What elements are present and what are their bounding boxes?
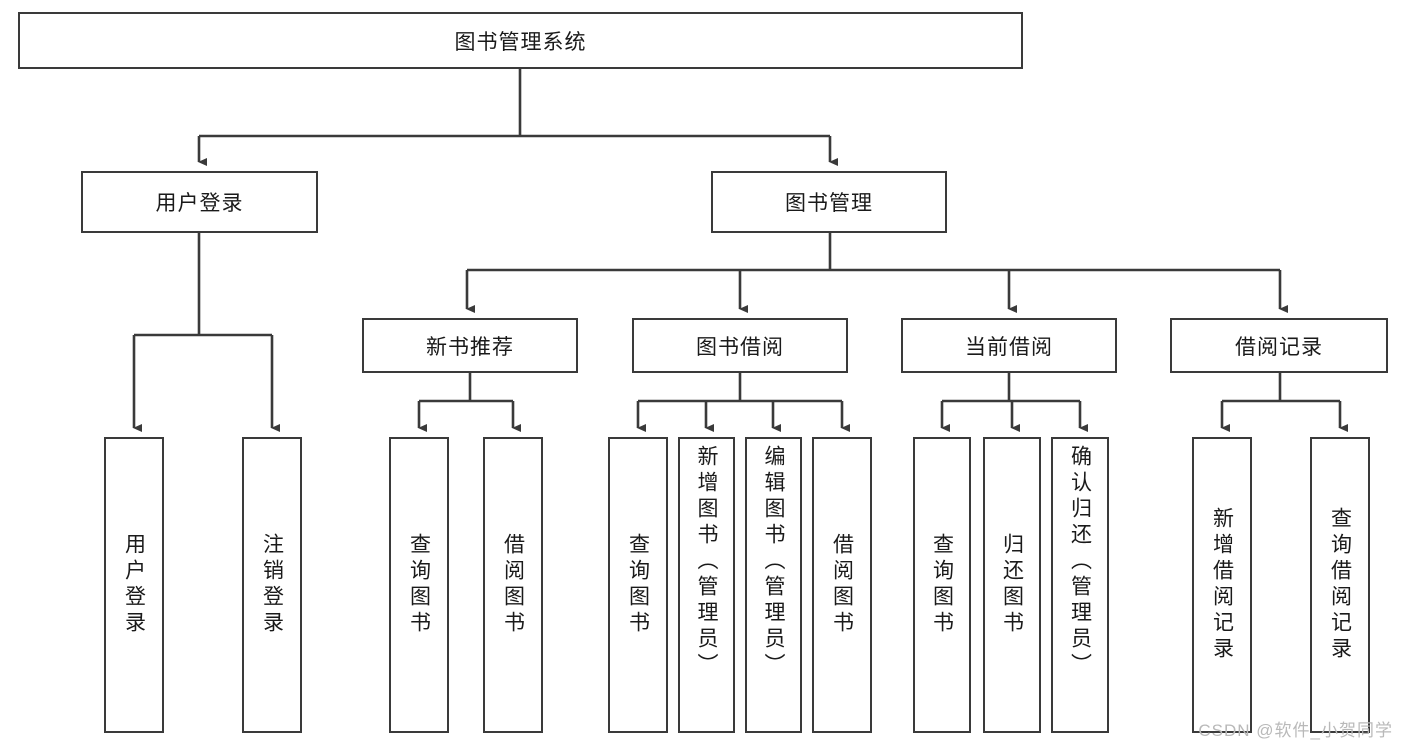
node-leaf-query-book-1[interactable]: 查询图书 [389,437,449,733]
node-leaf-query-book-3[interactable]: 查询图书 [913,437,971,733]
node-new-book-recommend[interactable]: 新书推荐 [362,318,578,373]
node-borrow-record[interactable]: 借阅记录 [1170,318,1388,373]
node-leaf-query-borrow-record[interactable]: 查询借阅记录 [1310,437,1370,733]
node-root[interactable]: 图书管理系统 [18,12,1023,69]
node-book-borrow[interactable]: 图书借阅 [632,318,848,373]
node-leaf-logout-label: 注销登录 [260,533,284,637]
node-leaf-confirm-return-admin[interactable]: 确认归还（管理员） [1051,437,1109,733]
node-leaf-return-book-label: 归还图书 [1000,533,1024,637]
node-leaf-add-book-admin[interactable]: 新增图书（管理员） [678,437,735,733]
node-new-book-recommend-label: 新书推荐 [426,335,514,359]
node-leaf-query-book-2-label: 查询图书 [626,533,650,637]
node-leaf-borrow-book-2-label: 借阅图书 [830,533,854,637]
node-leaf-return-book[interactable]: 归还图书 [983,437,1041,733]
node-leaf-add-borrow-record-label: 新增借阅记录 [1210,507,1234,663]
node-leaf-add-borrow-record[interactable]: 新增借阅记录 [1192,437,1252,733]
node-leaf-add-book-admin-label: 新增图书（管理员） [695,445,718,679]
node-current-borrow-label: 当前借阅 [965,335,1053,359]
node-leaf-edit-book-admin[interactable]: 编辑图书（管理员） [745,437,802,733]
node-current-borrow[interactable]: 当前借阅 [901,318,1117,373]
node-leaf-logout[interactable]: 注销登录 [242,437,302,733]
node-leaf-borrow-book-1-label: 借阅图书 [501,533,525,637]
node-leaf-query-borrow-record-label: 查询借阅记录 [1328,507,1352,663]
node-user-login[interactable]: 用户登录 [81,171,318,233]
node-leaf-query-book-3-label: 查询图书 [930,533,954,637]
node-book-borrow-label: 图书借阅 [696,335,784,359]
node-borrow-record-label: 借阅记录 [1235,335,1323,359]
node-leaf-borrow-book-2[interactable]: 借阅图书 [812,437,872,733]
node-book-management-label: 图书管理 [785,192,873,215]
watermark-text: CSDN @软件_小贺同学 [1198,721,1393,740]
node-book-management[interactable]: 图书管理 [711,171,947,233]
node-root-label: 图书管理系统 [454,30,587,54]
node-leaf-user-login[interactable]: 用户登录 [104,437,164,733]
node-leaf-edit-book-admin-label: 编辑图书（管理员） [762,445,785,679]
node-leaf-borrow-book-1[interactable]: 借阅图书 [483,437,543,733]
node-leaf-user-login-label: 用户登录 [122,533,146,637]
node-leaf-query-book-1-label: 查询图书 [407,533,431,637]
node-leaf-confirm-return-admin-label: 确认归还（管理员） [1068,445,1092,679]
node-user-login-label: 用户登录 [155,192,244,215]
node-leaf-query-book-2[interactable]: 查询图书 [608,437,668,733]
